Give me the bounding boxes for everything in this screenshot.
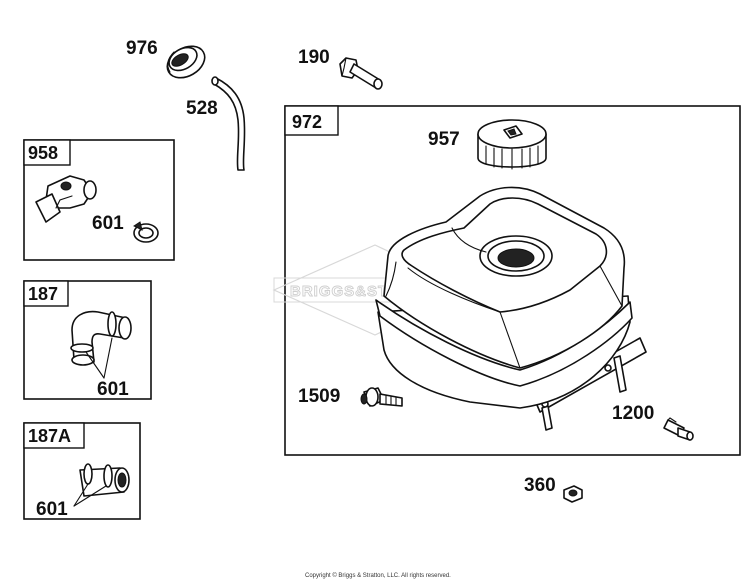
callout-1200[interactable]: 1200 (612, 403, 654, 424)
box-label-187a: 187A (28, 426, 71, 446)
callout-1509[interactable]: 1509 (298, 386, 340, 407)
callout-leaders-187a (73, 483, 107, 507)
box-label-187: 187 (28, 284, 58, 304)
callout-360[interactable]: 360 (524, 475, 556, 496)
box-958[interactable]: 958 601 (23, 139, 175, 261)
box-187-sub-601[interactable]: 601 (97, 379, 129, 400)
fitting-part-1509[interactable] (360, 387, 403, 407)
grommet-part-976[interactable] (162, 40, 211, 84)
callout-leaders-187 (85, 337, 113, 379)
copyright-notice: Copyright © Briggs & Stratton, LLC. All … (305, 572, 451, 579)
callout-190[interactable]: 190 (298, 47, 330, 68)
box-label-958: 958 (28, 143, 58, 163)
fuel-hose-elbow-part[interactable] (70, 310, 132, 366)
callout-957[interactable]: 957 (428, 129, 460, 150)
nut-part-360[interactable] (563, 485, 583, 503)
box-958-sub-601[interactable]: 601 (92, 213, 124, 234)
callout-976[interactable]: 976 (126, 38, 158, 59)
bolt-part-190[interactable] (339, 57, 383, 90)
box-187a[interactable]: 187A 601 (23, 422, 141, 520)
vent-tube-part-528[interactable] (211, 76, 246, 171)
clamp-601-box-958[interactable] (133, 221, 159, 243)
screw-part-1200[interactable] (663, 417, 694, 441)
box-label-972: 972 (292, 112, 322, 132)
fuel-valve-part[interactable] (35, 175, 97, 223)
fuel-hose-part[interactable] (79, 463, 130, 497)
box-187[interactable]: 187 601 (23, 280, 152, 400)
box-187a-sub-601[interactable]: 601 (36, 499, 68, 520)
fuel-cap-part-957[interactable] (477, 119, 547, 170)
callout-528[interactable]: 528 (186, 98, 218, 119)
fuel-tank-part[interactable] (375, 186, 647, 431)
